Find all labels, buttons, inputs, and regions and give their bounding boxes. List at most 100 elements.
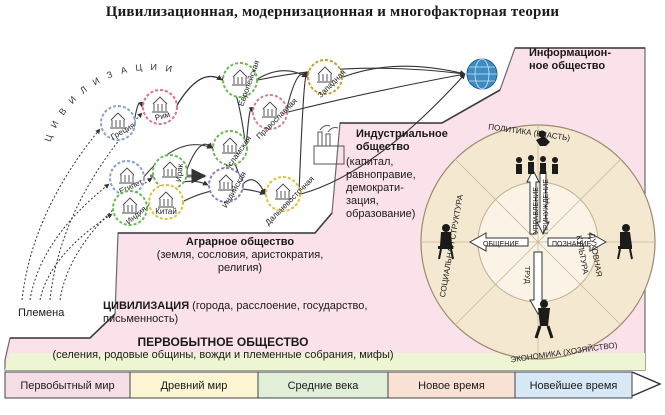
diagram-title: Цивилизационная, модернизационная и мног…	[105, 4, 560, 20]
timeline-segment-label: Средние века	[288, 380, 360, 392]
industrial-title: Индустриальное общество	[356, 128, 448, 153]
civ-link-arrow	[175, 75, 223, 108]
temple-icon	[152, 96, 168, 113]
temple-icon	[275, 183, 291, 200]
civilization-block: ЦИВИЛИЗАЦИЯ (города, расслоение, государ…	[103, 300, 368, 325]
tribe-arrow	[39, 213, 113, 301]
factory-icon	[313, 125, 345, 165]
factor-circle	[420, 124, 656, 360]
temple-icon	[122, 197, 138, 214]
civ-link-arrow	[241, 179, 266, 195]
arc-letter: И	[66, 94, 78, 106]
globe-arrow	[257, 67, 466, 81]
civilization-node: Китай	[148, 184, 184, 220]
arrow-coercion: ПРИНУЖДЕНИЕ	[543, 179, 550, 234]
timeline-segment-label: Новейшее время	[530, 380, 618, 392]
timeline-segment-box	[257, 371, 389, 399]
civilization-circle	[148, 184, 184, 220]
temple-icon	[222, 137, 238, 154]
civilization-node: Греция	[100, 105, 136, 142]
timeline-segment-box	[514, 371, 633, 399]
arc-letter: Ц	[135, 62, 143, 73]
globe-arrow	[342, 65, 466, 78]
arrow-cognition: ПОЗНАНИЕ	[552, 241, 592, 248]
civilization-circle	[222, 62, 258, 98]
civilization-node: Ирак	[152, 154, 188, 190]
temple-icon	[158, 191, 174, 208]
civilization-circle	[208, 167, 244, 203]
primitive-title: ПЕРВОБЫТНОЕ ОБЩЕСТВО	[137, 335, 309, 349]
timeline-segment: Новое время	[387, 371, 516, 399]
civ-link-arrow	[298, 71, 309, 195]
arc-letter: И	[150, 62, 157, 72]
arc-letter: И	[165, 63, 173, 74]
timeline-segment: Древний мир	[129, 371, 259, 399]
civilization-node: Рим	[142, 89, 178, 125]
globe-icon	[466, 58, 498, 90]
civilization-name: Ирак	[174, 163, 185, 182]
civilization-node: Православная	[252, 94, 299, 141]
civilization-node: Европейская	[222, 59, 261, 107]
timeline-segment: Первобытный мир	[4, 371, 131, 399]
civ-link-arrow	[133, 101, 144, 124]
agrarian-title: Аграрное общество	[185, 236, 295, 248]
worker-figure	[534, 300, 554, 339]
agrarian-block: Аграрное общество (земля, сословия, арис…	[150, 236, 330, 275]
temple-icon	[232, 69, 248, 86]
civilization-node: Индия	[112, 190, 148, 226]
arc-letter: И	[91, 76, 102, 88]
timeline-segment-label: Древний мир	[161, 380, 228, 392]
tribe-arrow	[29, 183, 110, 301]
globe-arrow	[300, 73, 466, 195]
civilization-circle	[112, 190, 148, 226]
civilization-node: Дальневосточная	[263, 174, 316, 227]
arrow-labor: ТРУД	[523, 266, 530, 284]
temple-icon	[119, 167, 135, 184]
temple-icon	[162, 161, 178, 178]
civilization-title: ЦИВИЛИЗАЦИЯ	[103, 300, 190, 312]
industrial-desc: (капитал, равноправие, демократи- зация,…	[346, 156, 416, 220]
pale-band	[5, 353, 645, 370]
civilization-circle	[265, 176, 301, 212]
civilization-name: Китай	[155, 207, 177, 216]
arc-letter: Ц	[43, 133, 55, 143]
temple-icon	[317, 66, 333, 83]
timeline-bar: Первобытный мир Древний мир Средние века Но…	[4, 371, 633, 399]
civilization-circle	[307, 59, 343, 95]
information-title: Информацион- ное общество	[529, 47, 611, 72]
sitting-figures	[438, 224, 454, 260]
civilization-node: Западная	[307, 59, 348, 100]
arc-letter: И	[49, 119, 61, 129]
primitive-block: ПЕРВОБЫТНОЕ ОБЩЕСТВО (селения, родовые о…	[8, 336, 438, 362]
timeline-segment-label: Новое время	[418, 380, 485, 392]
timeline-segment-box	[4, 371, 131, 399]
civ-link-arrow	[142, 143, 213, 179]
globe-arrow	[287, 72, 466, 113]
civilization-node: Индийская	[208, 167, 248, 209]
civilization-circle	[100, 105, 136, 141]
civilization-node: Исламская	[212, 130, 253, 173]
civilization-circle	[142, 89, 178, 125]
arc-letter: З	[105, 69, 114, 80]
timeline-segment: Средние века	[257, 371, 389, 399]
civ-link-arrow	[185, 142, 213, 173]
thinker-figure	[617, 224, 633, 260]
arc-letter: В	[57, 106, 69, 117]
tribe-arrow	[59, 177, 153, 301]
timeline-arrow	[631, 371, 662, 397]
arc-letter: Л	[78, 84, 89, 96]
temple-icon	[262, 101, 278, 118]
stair-step-edges	[10, 47, 645, 339]
timeline-segment: Новейшее время	[514, 371, 633, 399]
politics-figures	[516, 130, 558, 174]
civilization-name: Рим	[154, 110, 171, 123]
temple-icon	[110, 112, 126, 129]
arc-letter: А	[120, 65, 128, 76]
timeline-segment-label: Первобытный мир	[20, 380, 114, 392]
civ-link-arrow	[245, 106, 255, 149]
civilization-circle	[212, 130, 248, 166]
civilization-circle	[252, 94, 288, 130]
timeline-segment-box	[129, 371, 259, 399]
